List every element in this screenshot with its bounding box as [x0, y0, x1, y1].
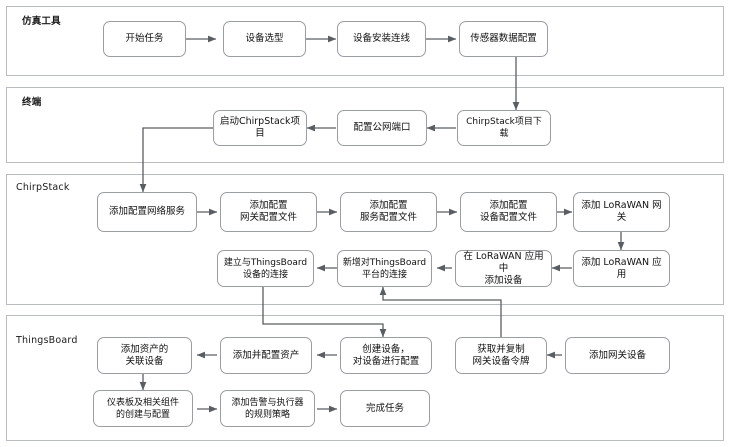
node-add-lorawan-application[interactable]: 添加 LoRaWAN 应用	[573, 250, 670, 287]
lane-label-thingsboard: ThingsBoard	[16, 335, 78, 346]
node-add-gateway-device[interactable]: 添加网关设备	[565, 337, 670, 374]
node-sensor-data-config[interactable]: 传感器数据配置	[459, 21, 548, 57]
lane-label-terminal: 终端	[22, 97, 42, 108]
node-finish-task[interactable]: 完成任务	[340, 390, 430, 427]
node-establish-thingsboard-device-connection[interactable]: 建立与ThingsBoard 设备的连接	[217, 250, 314, 287]
node-add-asset-related-device[interactable]: 添加资产的 关联设备	[97, 337, 192, 374]
node-add-configure-asset[interactable]: 添加并配置资产	[220, 337, 312, 374]
node-device-install-wiring[interactable]: 设备安装连线	[337, 21, 426, 57]
node-add-gateway-profile[interactable]: 添加配置 网关配置文件	[220, 192, 317, 232]
node-start-chirpstack-project[interactable]: 启动ChirpStack项目	[213, 110, 307, 146]
node-get-copy-gateway-token[interactable]: 获取并复制 网关设备令牌	[455, 337, 547, 374]
node-add-lorawan-gateway[interactable]: 添加 LoRaWAN 网关	[573, 192, 670, 232]
node-config-public-port[interactable]: 配置公网端口	[337, 110, 427, 146]
lane-label-chirpstack: ChirpStack	[16, 182, 70, 193]
node-add-device-profile[interactable]: 添加配置 设备配置文件	[460, 192, 557, 232]
node-chirpstack-project-download[interactable]: ChirpStack项目下载	[457, 110, 551, 146]
lane-label-simulation: 仿真工具	[22, 16, 61, 27]
node-add-network-service[interactable]: 添加配置网络服务	[97, 192, 197, 232]
node-add-thingsboard-platform-connection[interactable]: 新增对ThingsBoard 平台的连接	[337, 250, 432, 287]
node-add-alarm-rule-policy[interactable]: 添加告警与执行器 的规则策略	[220, 390, 315, 427]
node-dashboard-create-configure[interactable]: 仪表板及相关组件 的创建与配置	[93, 390, 193, 427]
node-add-service-profile[interactable]: 添加配置 服务配置文件	[340, 192, 437, 232]
node-add-device-in-application[interactable]: 在 LoRaWAN 应用中 添加设备	[455, 250, 552, 287]
node-start-task[interactable]: 开始任务	[103, 21, 186, 57]
node-device-selection[interactable]: 设备选型	[223, 21, 306, 57]
node-create-configure-device[interactable]: 创建设备， 对设备进行配置	[340, 337, 432, 374]
